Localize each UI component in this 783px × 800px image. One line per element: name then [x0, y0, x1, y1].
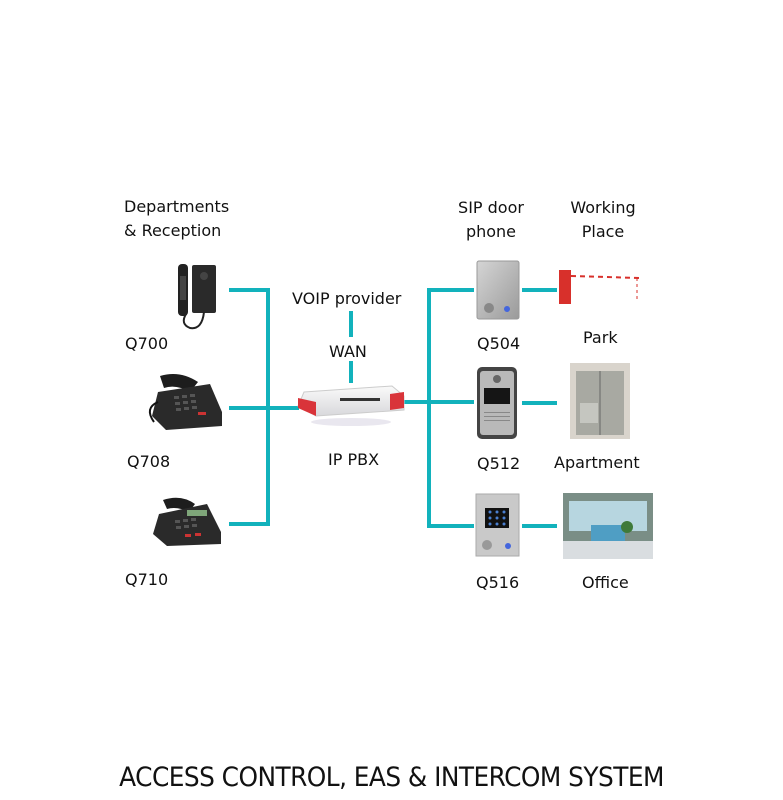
heading-line: Working [570, 198, 636, 217]
rfid-door-phone-icon [477, 367, 517, 439]
ip-pbx-label: IP PBX [328, 450, 380, 469]
link-park [522, 288, 557, 292]
link-q708 [229, 406, 299, 410]
model-q700: Q700 [125, 334, 169, 353]
link-apartment [522, 401, 557, 405]
heading-line: Place [581, 222, 625, 241]
wan-label: WAN [329, 342, 367, 361]
heading-line: phone [465, 222, 517, 241]
link-pbx-right [404, 400, 474, 404]
page-title: ACCESS CONTROL, EAS & INTERCOM SYSTEM [119, 762, 664, 793]
door-phone-icon [476, 260, 520, 320]
link-q504 [427, 288, 474, 292]
office-lobby-icon [563, 493, 653, 559]
desk-phone-icon [148, 374, 222, 430]
router-icon [297, 385, 405, 426]
heading-line: Departments [124, 197, 230, 216]
keypad-door-phone-icon [475, 493, 520, 557]
model-q512: Q512 [477, 454, 521, 473]
model-q710: Q710 [125, 570, 169, 589]
link-q700 [229, 288, 270, 292]
link-q710 [229, 522, 270, 526]
place-apartment: Apartment [554, 453, 640, 472]
right-bus [427, 288, 431, 528]
departments-heading: Departments & Reception [124, 195, 229, 243]
model-q708: Q708 [127, 452, 171, 471]
link-wan-bottom [349, 361, 353, 383]
working-place-heading: Working Place [560, 196, 646, 244]
heading-line: & Reception [124, 221, 222, 240]
wall-phone-icon [178, 264, 216, 330]
desk-phone-display-icon [153, 497, 221, 546]
link-q516 [427, 524, 474, 528]
voip-provider-label: VOIP provider [292, 289, 402, 308]
glass-door-icon [570, 363, 630, 439]
model-q516: Q516 [476, 573, 520, 592]
link-wan-top [349, 311, 353, 337]
barrier-gate-icon [559, 270, 641, 304]
sip-door-phone-heading: SIP door phone [448, 196, 534, 244]
link-office [522, 524, 557, 528]
model-q504: Q504 [477, 334, 521, 353]
place-office: Office [582, 573, 629, 592]
heading-line: SIP door [458, 198, 524, 217]
place-park: Park [583, 328, 618, 347]
